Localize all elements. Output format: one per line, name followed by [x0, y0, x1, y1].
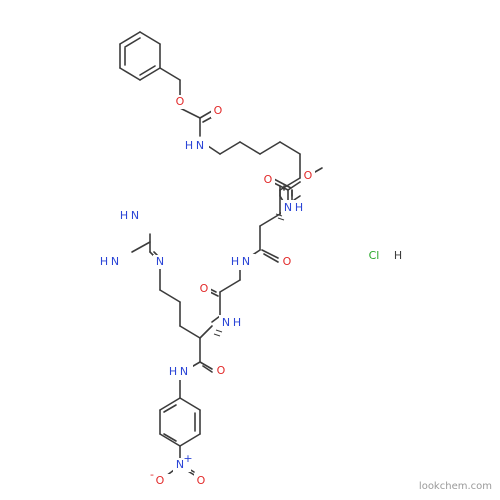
bond	[259, 141, 281, 155]
atom-label-n: N	[222, 316, 230, 329]
atom-label-h: H	[231, 255, 239, 268]
bond	[159, 433, 181, 447]
atom-label-h: H	[169, 365, 177, 378]
atom-label-h: H	[120, 209, 128, 222]
atom-label-n: N	[284, 201, 292, 214]
bond	[179, 397, 201, 411]
bond	[211, 315, 221, 323]
atom-label-n: N	[176, 458, 184, 471]
atom-label-n: N	[180, 365, 188, 378]
bond	[287, 181, 301, 191]
atom-label-n: N	[111, 255, 119, 268]
bond	[293, 195, 301, 201]
atom-label-h: H	[185, 139, 193, 152]
atom-label-o: O	[264, 173, 273, 186]
bond	[124, 37, 141, 48]
bond	[179, 107, 201, 119]
atom-label-o: O	[283, 255, 292, 268]
atom-label-h: H	[295, 201, 303, 214]
charge-minus: -	[150, 468, 154, 481]
atom-label-n: N	[242, 255, 250, 268]
bond	[199, 325, 213, 339]
atom-label-o: O	[214, 104, 223, 117]
bond	[163, 433, 177, 442]
bond	[259, 213, 281, 227]
atom-label-o: O	[304, 169, 313, 182]
charge-plus: +	[183, 452, 192, 465]
bond	[219, 141, 241, 155]
bond	[179, 325, 201, 339]
atom-label-o: O	[197, 474, 206, 487]
bond	[139, 31, 161, 45]
bond	[261, 249, 279, 259]
atom-labels: O O H N O O N H H N O O N H H N	[97, 95, 409, 488]
bond	[202, 365, 213, 373]
bond	[139, 65, 156, 76]
atom-label-o: O	[200, 282, 209, 295]
bond	[209, 291, 219, 297]
bond	[119, 31, 141, 45]
atom-label-h: H	[100, 255, 108, 268]
bond	[207, 145, 221, 155]
atom-label-n: N	[156, 255, 164, 268]
atom-label-n: N	[131, 209, 139, 222]
atom-label-o: O	[217, 364, 226, 377]
bond	[279, 141, 301, 155]
bond	[239, 141, 261, 155]
stereo-hash	[213, 213, 285, 337]
bond	[131, 241, 151, 253]
atom-label-o: O	[176, 95, 185, 108]
bond	[159, 397, 181, 411]
atom-label-cl: Cl	[369, 249, 380, 262]
atom-label-h: H	[233, 316, 241, 329]
bond	[199, 110, 213, 119]
bond	[263, 253, 279, 263]
bond	[119, 67, 141, 81]
bond	[139, 67, 161, 81]
bond	[163, 404, 177, 413]
bonds	[119, 31, 393, 477]
atom-label-h: H	[394, 249, 402, 262]
bond	[199, 361, 213, 370]
bond	[159, 289, 181, 303]
atom-label-o: O	[156, 474, 165, 487]
atom-label-n: N	[196, 139, 204, 152]
watermark: lookchem.com	[418, 481, 492, 492]
bond	[179, 433, 201, 447]
bond	[219, 279, 241, 293]
bond	[159, 67, 181, 81]
bond	[271, 177, 292, 189]
